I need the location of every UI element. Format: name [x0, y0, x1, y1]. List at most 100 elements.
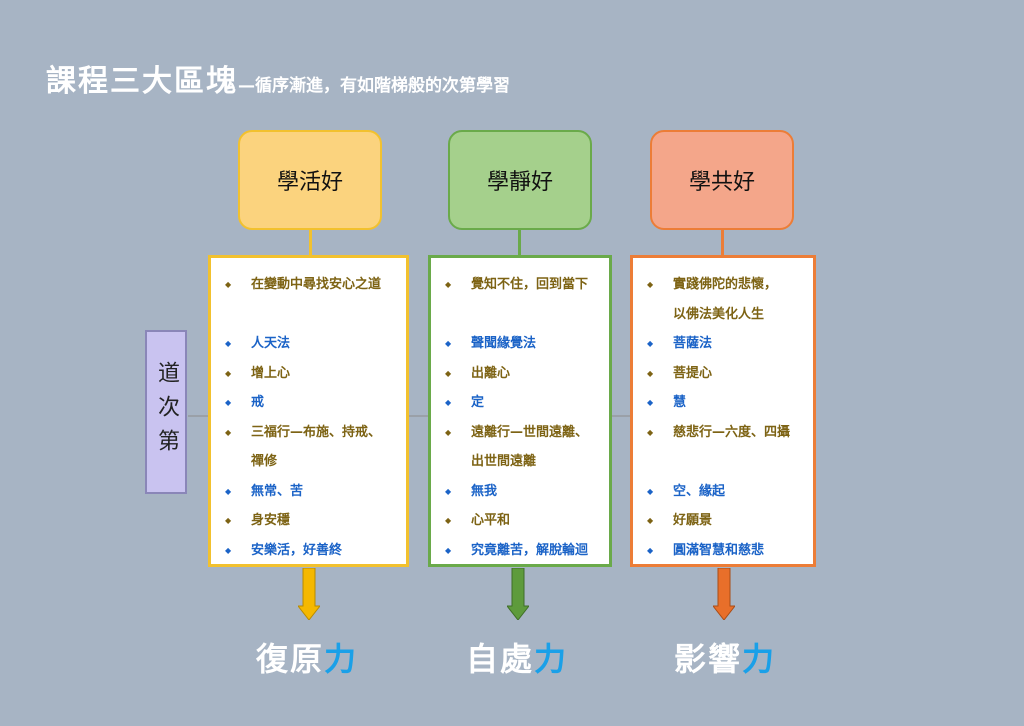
column-3-connector: [721, 230, 724, 257]
list-item: ◆ 安樂活，好善終: [223, 536, 398, 566]
list-item-text: 出世間遠離: [471, 454, 537, 469]
side-label-text: 道次第: [154, 361, 179, 463]
list-item: ◆ 無常、苦: [223, 477, 398, 507]
list-item: ◆ 無我: [443, 477, 601, 507]
diamond-bullet-icon: ◆: [225, 427, 232, 437]
list-item: ◆慧: [645, 388, 805, 418]
diamond-bullet-icon: ◆: [445, 545, 452, 555]
list-item: ◆ 三福行—布施、持戒、: [223, 418, 398, 448]
list-item-text: 無我: [471, 483, 498, 499]
diamond-bullet-icon: ◆: [647, 486, 654, 496]
list-item-text: 聲聞緣覺法: [471, 336, 537, 351]
list-spacer: [443, 300, 601, 330]
diamond-bullet-icon: ◆: [445, 398, 452, 407]
page-title: 課程三大區塊—循序漸進，有如階梯般的次第學習: [46, 56, 510, 100]
diamond-bullet-icon: ◆: [225, 280, 232, 289]
list-item-text: 圓滿智慧和慈悲: [673, 542, 765, 558]
column-2-connector: [518, 230, 521, 257]
list-item: 出世間遠離: [443, 447, 601, 477]
column-1-result-suffix: 力: [324, 640, 359, 678]
diamond-bullet-icon: ◆: [225, 398, 232, 407]
column-1-header: 學活好: [238, 130, 382, 230]
list-item-text: 禪修: [251, 454, 278, 469]
side-label-box: 道次第: [145, 330, 187, 494]
list-item: ◆戒: [223, 388, 398, 418]
list-item: ◆ 覺知不住，回到當下: [443, 270, 601, 300]
list-item: ◆遠離行—世間遠離、: [443, 418, 601, 448]
list-item-text: 無常、苦: [251, 483, 304, 499]
column-3-content-box: ◆實踐佛陀的悲懷，以佛法美化人生◆菩薩法◆菩提心◆慧◆慈悲行—六度、四攝◆空、緣…: [630, 255, 816, 567]
diamond-bullet-icon: ◆: [445, 368, 452, 378]
diamond-bullet-icon: ◆: [647, 339, 654, 348]
diamond-bullet-icon: ◆: [225, 545, 232, 555]
column-3-result: 影響力: [674, 634, 776, 680]
column-3-header: 學共好: [650, 130, 794, 230]
diamond-bullet-icon: ◆: [647, 280, 654, 289]
list-item: ◆ 人天法: [223, 329, 398, 359]
list-item-text: 究竟離苦，解脫輪迴: [471, 542, 589, 558]
diamond-bullet-icon: ◆: [445, 280, 452, 289]
list-item: ◆ 聲聞緣覺法: [443, 329, 601, 359]
column-2-result-prefix: 自處: [466, 640, 535, 678]
column-1-down-arrow-icon: [298, 568, 320, 620]
diamond-bullet-icon: ◆: [225, 486, 232, 496]
list-item: 以佛法美化人生: [645, 300, 805, 330]
diamond-bullet-icon: ◆: [647, 368, 654, 378]
column-1-connector: [309, 230, 312, 257]
column-3-result-prefix: 影響: [674, 640, 743, 678]
diamond-bullet-icon: ◆: [225, 368, 232, 378]
horizontal-connector-line: [188, 415, 632, 417]
column-2-result-suffix: 力: [534, 640, 569, 678]
list-item-text: 好願景: [673, 513, 713, 528]
column-2-list: ◆覺知不住，回到當下◆聲聞緣覺法◆出離心◆定◆遠離行—世間遠離、出世間遠離◆無我…: [443, 270, 601, 565]
list-item-text: 人天法: [251, 336, 291, 351]
list-item: ◆ 究竟離苦，解脫輪迴: [443, 536, 601, 566]
column-2-header-label: 學靜好: [486, 170, 553, 195]
title-main: 課程三大區塊: [46, 64, 238, 99]
column-2-header: 學靜好: [448, 130, 592, 230]
list-item: ◆ 出離心: [443, 359, 601, 389]
list-item: ◆ 心平和: [443, 506, 601, 536]
diamond-bullet-icon: ◆: [445, 516, 452, 525]
list-item: ◆空、緣起: [645, 477, 805, 507]
list-item: ◆定: [443, 388, 601, 418]
list-item-text: 增上心: [251, 365, 291, 381]
column-3-down-arrow-icon: [713, 568, 735, 620]
list-item-text: 遠離行—世間遠離、: [471, 424, 589, 440]
list-spacer: [645, 447, 805, 477]
list-item-text: 三福行—布施、持戒、: [251, 424, 382, 440]
column-1-header-label: 學活好: [276, 170, 343, 195]
column-2-content-box: ◆覺知不住，回到當下◆聲聞緣覺法◆出離心◆定◆遠離行—世間遠離、出世間遠離◆無我…: [428, 255, 612, 567]
list-item-text: 出離心: [471, 365, 511, 381]
list-item: ◆ 實踐佛陀的悲懷，: [645, 270, 805, 300]
list-item-text: 以佛法美化人生: [673, 306, 765, 322]
list-item-text: 覺知不住，回到當下: [471, 277, 589, 292]
diamond-bullet-icon: ◆: [225, 339, 232, 348]
list-item: ◆身安穩: [223, 506, 398, 536]
diamond-bullet-icon: ◆: [647, 545, 654, 555]
column-1-result-prefix: 復原: [256, 640, 325, 678]
list-item-text: 菩薩法: [673, 336, 713, 351]
diamond-bullet-icon: ◆: [647, 516, 654, 525]
column-1-result: 復原力: [256, 634, 358, 680]
list-item-text: 慈悲行—六度、四攝: [673, 424, 791, 440]
column-1-list: ◆在變動中尋找安心之道◆人天法◆增上心◆戒◆三福行—布施、持戒、禪修◆無常、苦◆…: [223, 270, 398, 565]
list-item-text: 安樂活，好善終: [251, 542, 343, 558]
column-3-result-suffix: 力: [742, 640, 777, 678]
list-item-text: 心平和: [471, 513, 511, 528]
list-item-text: 菩提心: [673, 365, 713, 381]
column-2-result: 自處力: [466, 634, 568, 680]
list-spacer: [223, 300, 398, 330]
list-item-text: 慧: [673, 395, 687, 410]
diamond-bullet-icon: ◆: [647, 427, 654, 437]
list-item-text: 實踐佛陀的悲懷，: [673, 277, 778, 292]
diamond-bullet-icon: ◆: [445, 486, 452, 496]
diamond-bullet-icon: ◆: [647, 398, 654, 407]
diamond-bullet-icon: ◆: [225, 516, 232, 525]
title-subtitle: —循序漸進，有如階梯般的次第學習: [238, 76, 510, 96]
list-item: ◆ 圓滿智慧和慈悲: [645, 536, 805, 566]
list-item-text: 定: [471, 395, 485, 410]
list-item: ◆ 好願景: [645, 506, 805, 536]
list-item: 禪修: [223, 447, 398, 477]
diamond-bullet-icon: ◆: [445, 339, 452, 348]
